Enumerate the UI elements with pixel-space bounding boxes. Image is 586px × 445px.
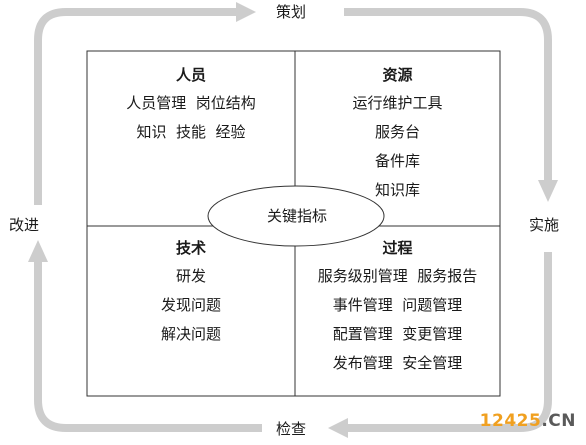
quadrant-title: 人员 [175, 66, 206, 84]
arrowhead-plan [236, 2, 256, 22]
quadrant-resources: 资源 运行维护工具 服务台 备件库 知识库 [295, 66, 500, 210]
quadrant-title: 技术 [175, 239, 206, 257]
quadrant-title: 过程 [382, 239, 413, 257]
watermark-number: 12425 [479, 411, 542, 431]
quadrant-line: 知识库 [374, 181, 420, 199]
quadrant-people: 人员 人员管理 岗位结构 知识 技能 经验 [87, 66, 295, 152]
quadrant-title: 资源 [382, 66, 413, 84]
cycle-label-do: 实施 [529, 216, 560, 234]
quadrant-line: 服务级别管理 服务报告 [317, 267, 478, 285]
quadrant-line: 事件管理 问题管理 [332, 296, 463, 314]
center-ellipse [207, 185, 385, 247]
quadrant-line: 人员管理 岗位结构 [126, 94, 256, 112]
arrowhead-do [538, 180, 558, 202]
cycle-label-improve: 改进 [9, 216, 40, 234]
quadrant-process: 过程 服务级别管理 服务报告 事件管理 问题管理 配置管理 变更管理 发布管理 … [295, 239, 500, 383]
quadrant-line: 配置管理 变更管理 [332, 325, 463, 343]
arrowhead-check [328, 418, 348, 438]
arrow-plan-to-do [344, 8, 552, 180]
watermark-domain: .CN [541, 411, 576, 431]
arrow-do-to-check [348, 252, 552, 432]
center-label: 关键指标 [266, 207, 327, 225]
arrow-improve-to-plan [34, 8, 236, 205]
quadrant-line: 研发 [175, 267, 206, 285]
quadrant-line: 备件库 [374, 152, 420, 170]
quadrant-technology: 技术 研发 发现问题 解决问题 [87, 239, 295, 354]
quadrant-line: 发现问题 [160, 296, 221, 314]
quadrant-line: 服务台 [374, 123, 420, 141]
quadrant-line: 知识 技能 经验 [136, 123, 246, 141]
cycle-label-plan: 策划 [276, 3, 307, 21]
quadrant-line: 解决问题 [160, 325, 221, 343]
quadrant-line: 运行维护工具 [352, 94, 443, 112]
arrowhead-improve [28, 240, 48, 262]
watermark-logo: 12425.CN [480, 411, 576, 431]
arrow-check-to-improve [34, 262, 262, 432]
quadrant-line: 发布管理 安全管理 [332, 354, 463, 372]
cycle-label-check: 检查 [276, 420, 307, 438]
